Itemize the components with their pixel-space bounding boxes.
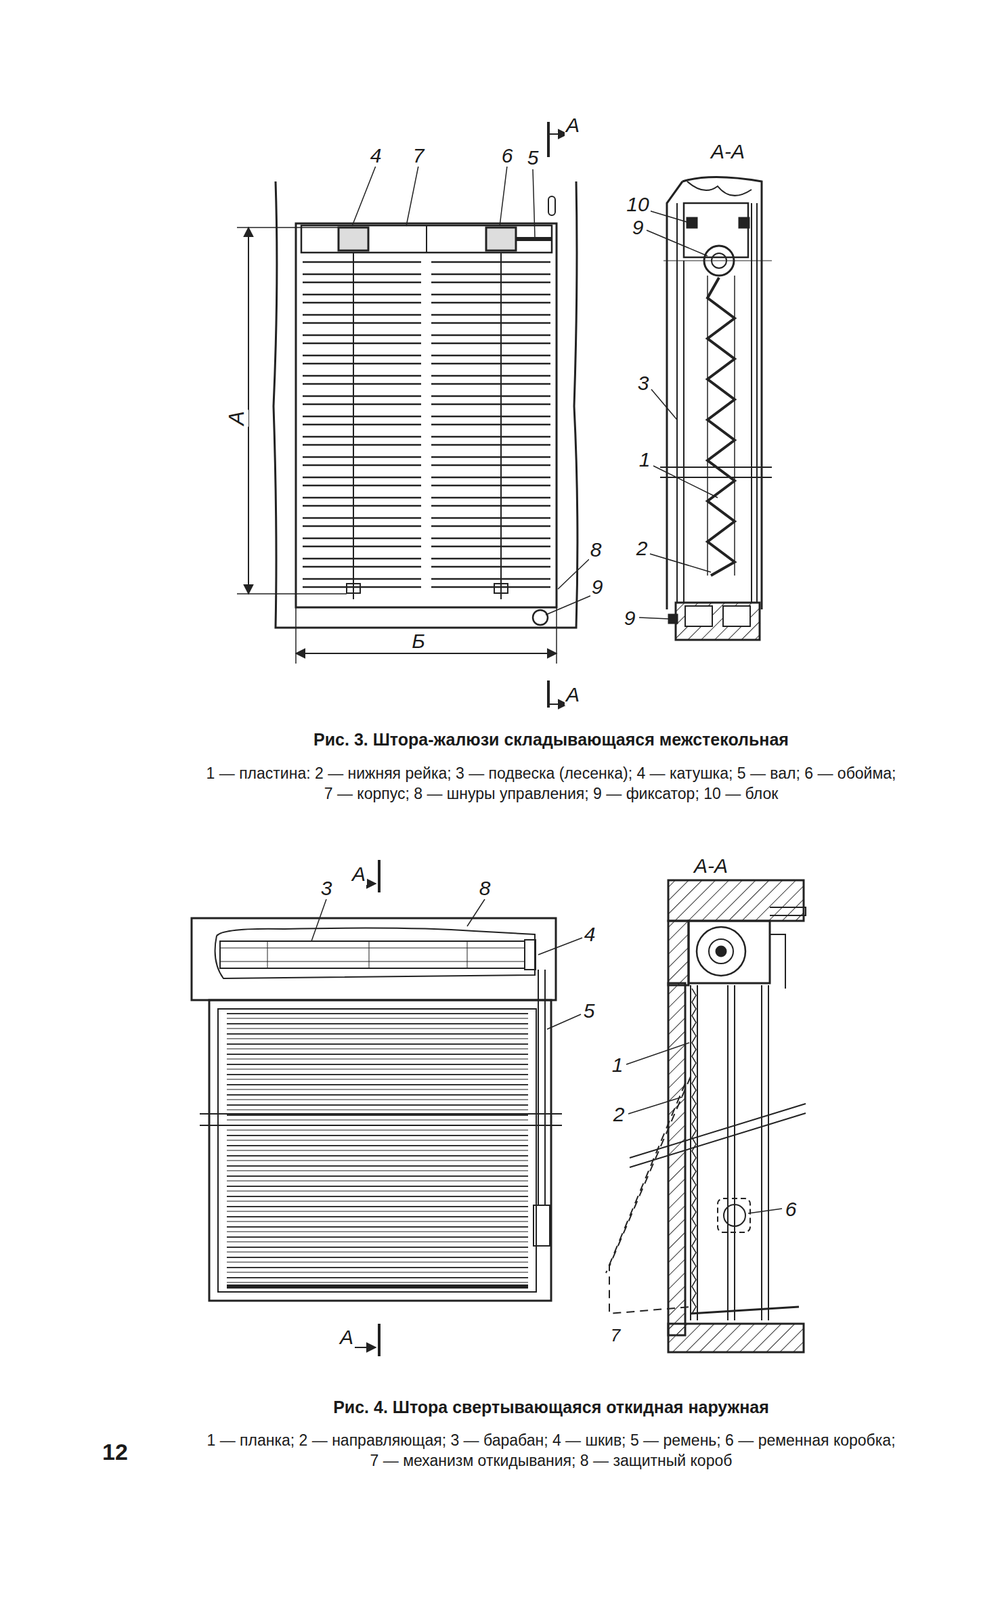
callout-number: 7 [609, 1325, 622, 1346]
callout-number: Б [410, 629, 427, 652]
callout-number: 10 [624, 192, 650, 216]
callout-number: 4 [368, 144, 384, 167]
callout-number: 4 [582, 922, 598, 946]
figure-caption: Рис. 4. Штора свертывающаяся откидная на… [178, 1396, 924, 1419]
callout-number: 2 [635, 536, 650, 560]
callout-number: 6 [784, 1197, 799, 1221]
callout-number: 6 [500, 144, 515, 167]
callout-number: А [338, 1325, 355, 1349]
callout-number: 9 [590, 575, 605, 598]
callout-number: 3 [319, 876, 334, 900]
callout-number: 9 [631, 215, 646, 239]
callout-number: А-А [709, 140, 747, 163]
figure-caption: Рис. 3. Штора-жалюзи складывающаяся межс… [178, 728, 924, 751]
callout-number: 1 [637, 448, 652, 471]
callout-number: А [350, 862, 367, 885]
roller-shutter-front-view [191, 859, 583, 1357]
callout-number: 7 [411, 144, 426, 167]
callout-number: 9 [622, 606, 638, 629]
callout-number: А [564, 683, 581, 706]
caption-legend: 1 — планка; 2 — направляющая; 3 — бараба… [205, 1430, 897, 1472]
callout-number: А [224, 409, 249, 427]
callout-number: 5 [526, 146, 541, 169]
callout-number: А-А [692, 854, 730, 877]
callout-number: 2 [612, 1102, 627, 1126]
callout-number: 3 [636, 371, 651, 395]
page-number: 12 [100, 1439, 130, 1465]
callout-number: А [564, 113, 581, 137]
roller-shutter-section-view [605, 880, 806, 1353]
callout-number: 8 [589, 538, 604, 561]
caption-legend: 1 — пластина: 2 — нижняя рейка; 3 — подв… [205, 763, 897, 805]
callout-number: 8 [477, 876, 493, 900]
blind-section-view [639, 177, 772, 641]
callout-number: 5 [582, 999, 597, 1022]
blind-front-view [236, 121, 591, 708]
callout-number: 1 [610, 1053, 625, 1076]
